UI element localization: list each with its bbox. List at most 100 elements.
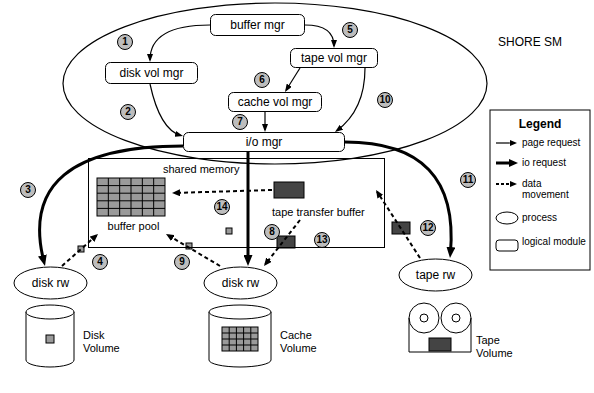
shared-memory-region: shared memory buffer pool tape transfer bu…	[88, 158, 385, 248]
callout-number: 11	[463, 175, 474, 185]
callout-circle: 10	[377, 92, 393, 108]
grid-line	[222, 345, 258, 346]
grid-line	[153, 178, 154, 216]
process-label: disk rw	[32, 276, 69, 290]
legend-title: Legend	[519, 117, 562, 131]
callout-circle: 9	[174, 254, 190, 270]
disk-volume-outline	[25, 305, 75, 367]
tape-block	[429, 338, 451, 351]
module-label: tape vol mgr	[301, 51, 367, 65]
legend-text: page request	[522, 137, 590, 148]
tape-reel	[409, 303, 439, 333]
process-ellipse: disk rw	[203, 266, 278, 300]
grid-line	[97, 200, 165, 201]
grid-line	[131, 178, 132, 216]
grid-line	[108, 178, 109, 216]
module-outline	[291, 49, 378, 68]
grid-line	[142, 178, 143, 216]
callout-number: 12	[422, 223, 433, 233]
buffer-label: buffer pool	[108, 220, 160, 233]
callout-number: 7	[237, 117, 243, 127]
callout-circle: 6	[254, 72, 270, 88]
module-label: buffer mgr	[230, 18, 284, 32]
legend-sample-line	[496, 142, 510, 143]
legend-text: process	[522, 212, 590, 223]
page-request-arrow	[150, 25, 210, 60]
data-movement-arrow	[174, 190, 272, 193]
module-outline	[106, 63, 198, 84]
callout-circle: 4	[92, 254, 108, 270]
legend-text: logical module	[522, 236, 590, 247]
grid-line	[97, 208, 165, 209]
page-grid	[222, 327, 258, 351]
page-request-arrow	[150, 84, 181, 135]
module-outline	[211, 15, 305, 36]
legend-entry: io request	[522, 157, 590, 168]
page-grid	[97, 178, 165, 216]
region-label: shared memory	[163, 163, 239, 176]
callout-number: 5	[347, 25, 353, 35]
callout-number: 8	[269, 227, 275, 237]
grid-line	[97, 185, 165, 186]
grid-line	[119, 178, 120, 216]
cache-volume-outline	[208, 305, 272, 367]
tape-volume-outline	[408, 300, 472, 360]
region-outline	[63, 3, 487, 164]
disk-volume: Disk Volume	[25, 305, 75, 367]
callout-circle: 7	[232, 114, 248, 130]
reel-hub	[420, 314, 428, 322]
legend-sample-head	[509, 159, 518, 167]
logical-module: cache vol mgr	[228, 92, 322, 112]
callout-circle: 12	[420, 220, 436, 236]
process-label: tape rw	[416, 268, 455, 282]
callout-number: 10	[379, 95, 390, 105]
cache-volume: Cache Volume	[208, 305, 272, 367]
buffer-pool: buffer pool	[95, 176, 172, 234]
callout-number: 3	[25, 185, 31, 195]
legend-sample-head	[510, 140, 517, 146]
io-request-arrow	[40, 146, 183, 261]
cylinder-body	[209, 312, 271, 367]
logical-module: disk vol mgr	[105, 62, 198, 84]
callout-number: 1	[122, 37, 128, 47]
callout-circle: 5	[342, 22, 358, 38]
logical-module: tape vol mgr	[290, 48, 378, 68]
legend-sample-ellipse	[496, 212, 518, 224]
callout-circle: 2	[120, 104, 136, 120]
module-label: i/o mgr	[246, 135, 283, 149]
page-request-arrow	[337, 68, 365, 131]
process-ellipse: disk rw	[13, 266, 88, 300]
module-outline	[184, 133, 345, 152]
legend-title-holder: Legend	[490, 114, 590, 132]
legend-entry: page request	[522, 137, 590, 148]
logical-module: buffer mgr	[210, 14, 305, 36]
page-request-arrow	[264, 112, 265, 130]
transfer-block	[274, 182, 304, 198]
process-outline	[204, 267, 277, 299]
callout-circle: 11	[460, 172, 476, 188]
legend-sample-line	[496, 162, 509, 165]
legend-sample-box	[496, 240, 518, 251]
data-page	[46, 335, 54, 343]
data-movement-arrow	[265, 220, 300, 264]
transfer-buffer: tape transfer buffer	[272, 180, 376, 220]
module-label: disk vol mgr	[119, 66, 183, 80]
callout-number: 14	[216, 202, 227, 212]
legend-entry: data movement	[522, 178, 590, 200]
data-page	[226, 228, 232, 234]
callout-circle: 13	[314, 232, 330, 248]
legend-sample-head	[510, 181, 517, 187]
cylinder-top	[209, 305, 271, 319]
volume-label: Cache Volume	[280, 329, 326, 355]
page-request-arrow	[286, 68, 300, 90]
tape-reel	[441, 303, 471, 333]
callout-number: 2	[125, 107, 131, 117]
system-region: SHORE SMbuffer mgrdisk vol mgrtape vol m…	[62, 2, 488, 165]
region-label: SHORE SM	[498, 35, 562, 49]
callout-circle: 1	[117, 34, 133, 50]
module-label: cache vol mgr	[238, 95, 313, 109]
grid-line	[222, 333, 258, 334]
page-request-arrow	[305, 25, 334, 46]
callout-circle: 14	[214, 199, 230, 215]
